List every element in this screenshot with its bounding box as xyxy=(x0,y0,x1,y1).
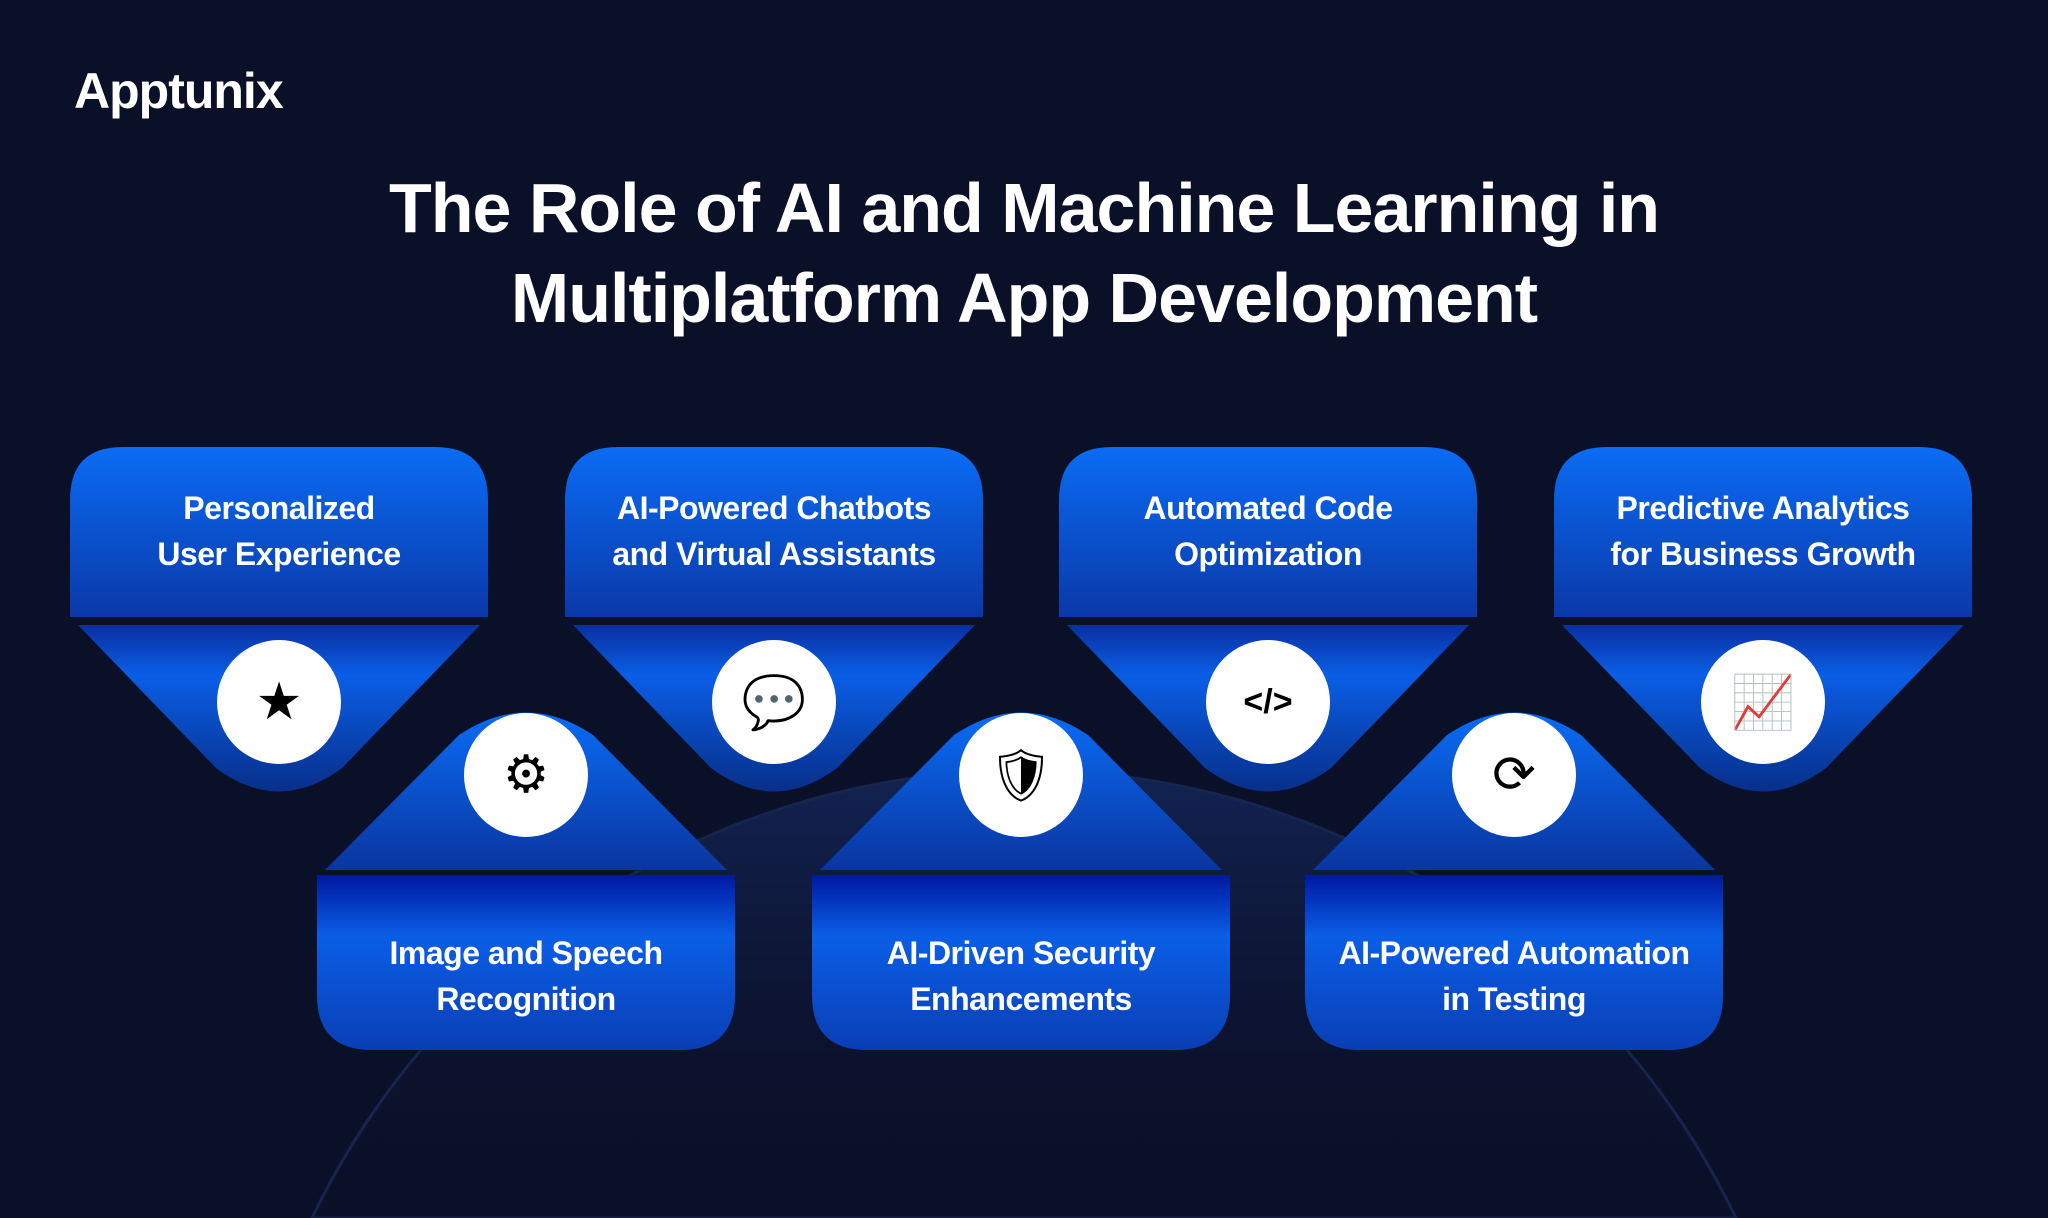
card-box xyxy=(1305,875,1723,1050)
icon-glyph: </> xyxy=(1243,682,1293,721)
icon-glyph: ⟳ xyxy=(1492,746,1536,804)
card-title: AI-Powered Chatbots and Virtual Assistant… xyxy=(565,485,983,577)
card-title-line1: AI-Powered Automation xyxy=(1338,935,1690,971)
card-title: AI-Powered Automation in Testing xyxy=(1305,930,1723,1022)
analytics-chart-icon: 📈 xyxy=(1701,640,1825,764)
card-title-line1: AI-Powered Chatbots xyxy=(616,490,932,526)
user-stars-icon: ★ xyxy=(217,640,341,764)
card-box xyxy=(1059,447,1477,617)
card-title-line1: Image and Speech xyxy=(389,935,663,971)
icon-glyph: ⚙ xyxy=(502,746,550,804)
shield-lock-icon: 🛡 xyxy=(959,713,1083,837)
card-title-line2: User Experience xyxy=(157,536,401,572)
gear-refresh-icon: ⟳ xyxy=(1452,713,1576,837)
card-title-line1: AI-Driven Security xyxy=(886,935,1156,971)
apptunix-logo[interactable]: Apptunix xyxy=(74,63,284,119)
card-box xyxy=(565,447,983,617)
card-title-line2: Enhancements xyxy=(910,981,1132,1017)
icon-glyph: 🛡 xyxy=(987,746,1054,805)
chatbot-icon: 💬 xyxy=(712,640,836,764)
card-title-line2: and Virtual Assistants xyxy=(612,536,936,572)
card-title: Predictive Analytics for Business Growth xyxy=(1554,485,1972,577)
page-title-line2: Multiplatform App Development xyxy=(510,259,1538,337)
card-title-line2: Recognition xyxy=(436,981,616,1017)
card-box xyxy=(70,447,488,617)
card-title-line1: Personalized xyxy=(183,490,375,526)
card-box xyxy=(1554,447,1972,617)
card-title-line2: for Business Growth xyxy=(1610,536,1916,572)
icon-glyph: ★ xyxy=(255,673,303,731)
card-title-line2: in Testing xyxy=(1442,981,1586,1017)
card-box xyxy=(317,875,735,1050)
icon-glyph: 📈 xyxy=(1730,673,1796,732)
icon-glyph: 💬 xyxy=(741,673,807,732)
card-title-line2: Optimization xyxy=(1174,536,1362,572)
card-title-line1: Automated Code xyxy=(1143,490,1394,526)
voice-gear-icon: ⚙ xyxy=(464,713,588,837)
card-box xyxy=(812,875,1230,1050)
card-title-line1: Predictive Analytics xyxy=(1616,490,1910,526)
page-title-line1: The Role of AI and Machine Learning in xyxy=(388,169,1660,247)
code-window-icon: </> xyxy=(1206,640,1330,764)
